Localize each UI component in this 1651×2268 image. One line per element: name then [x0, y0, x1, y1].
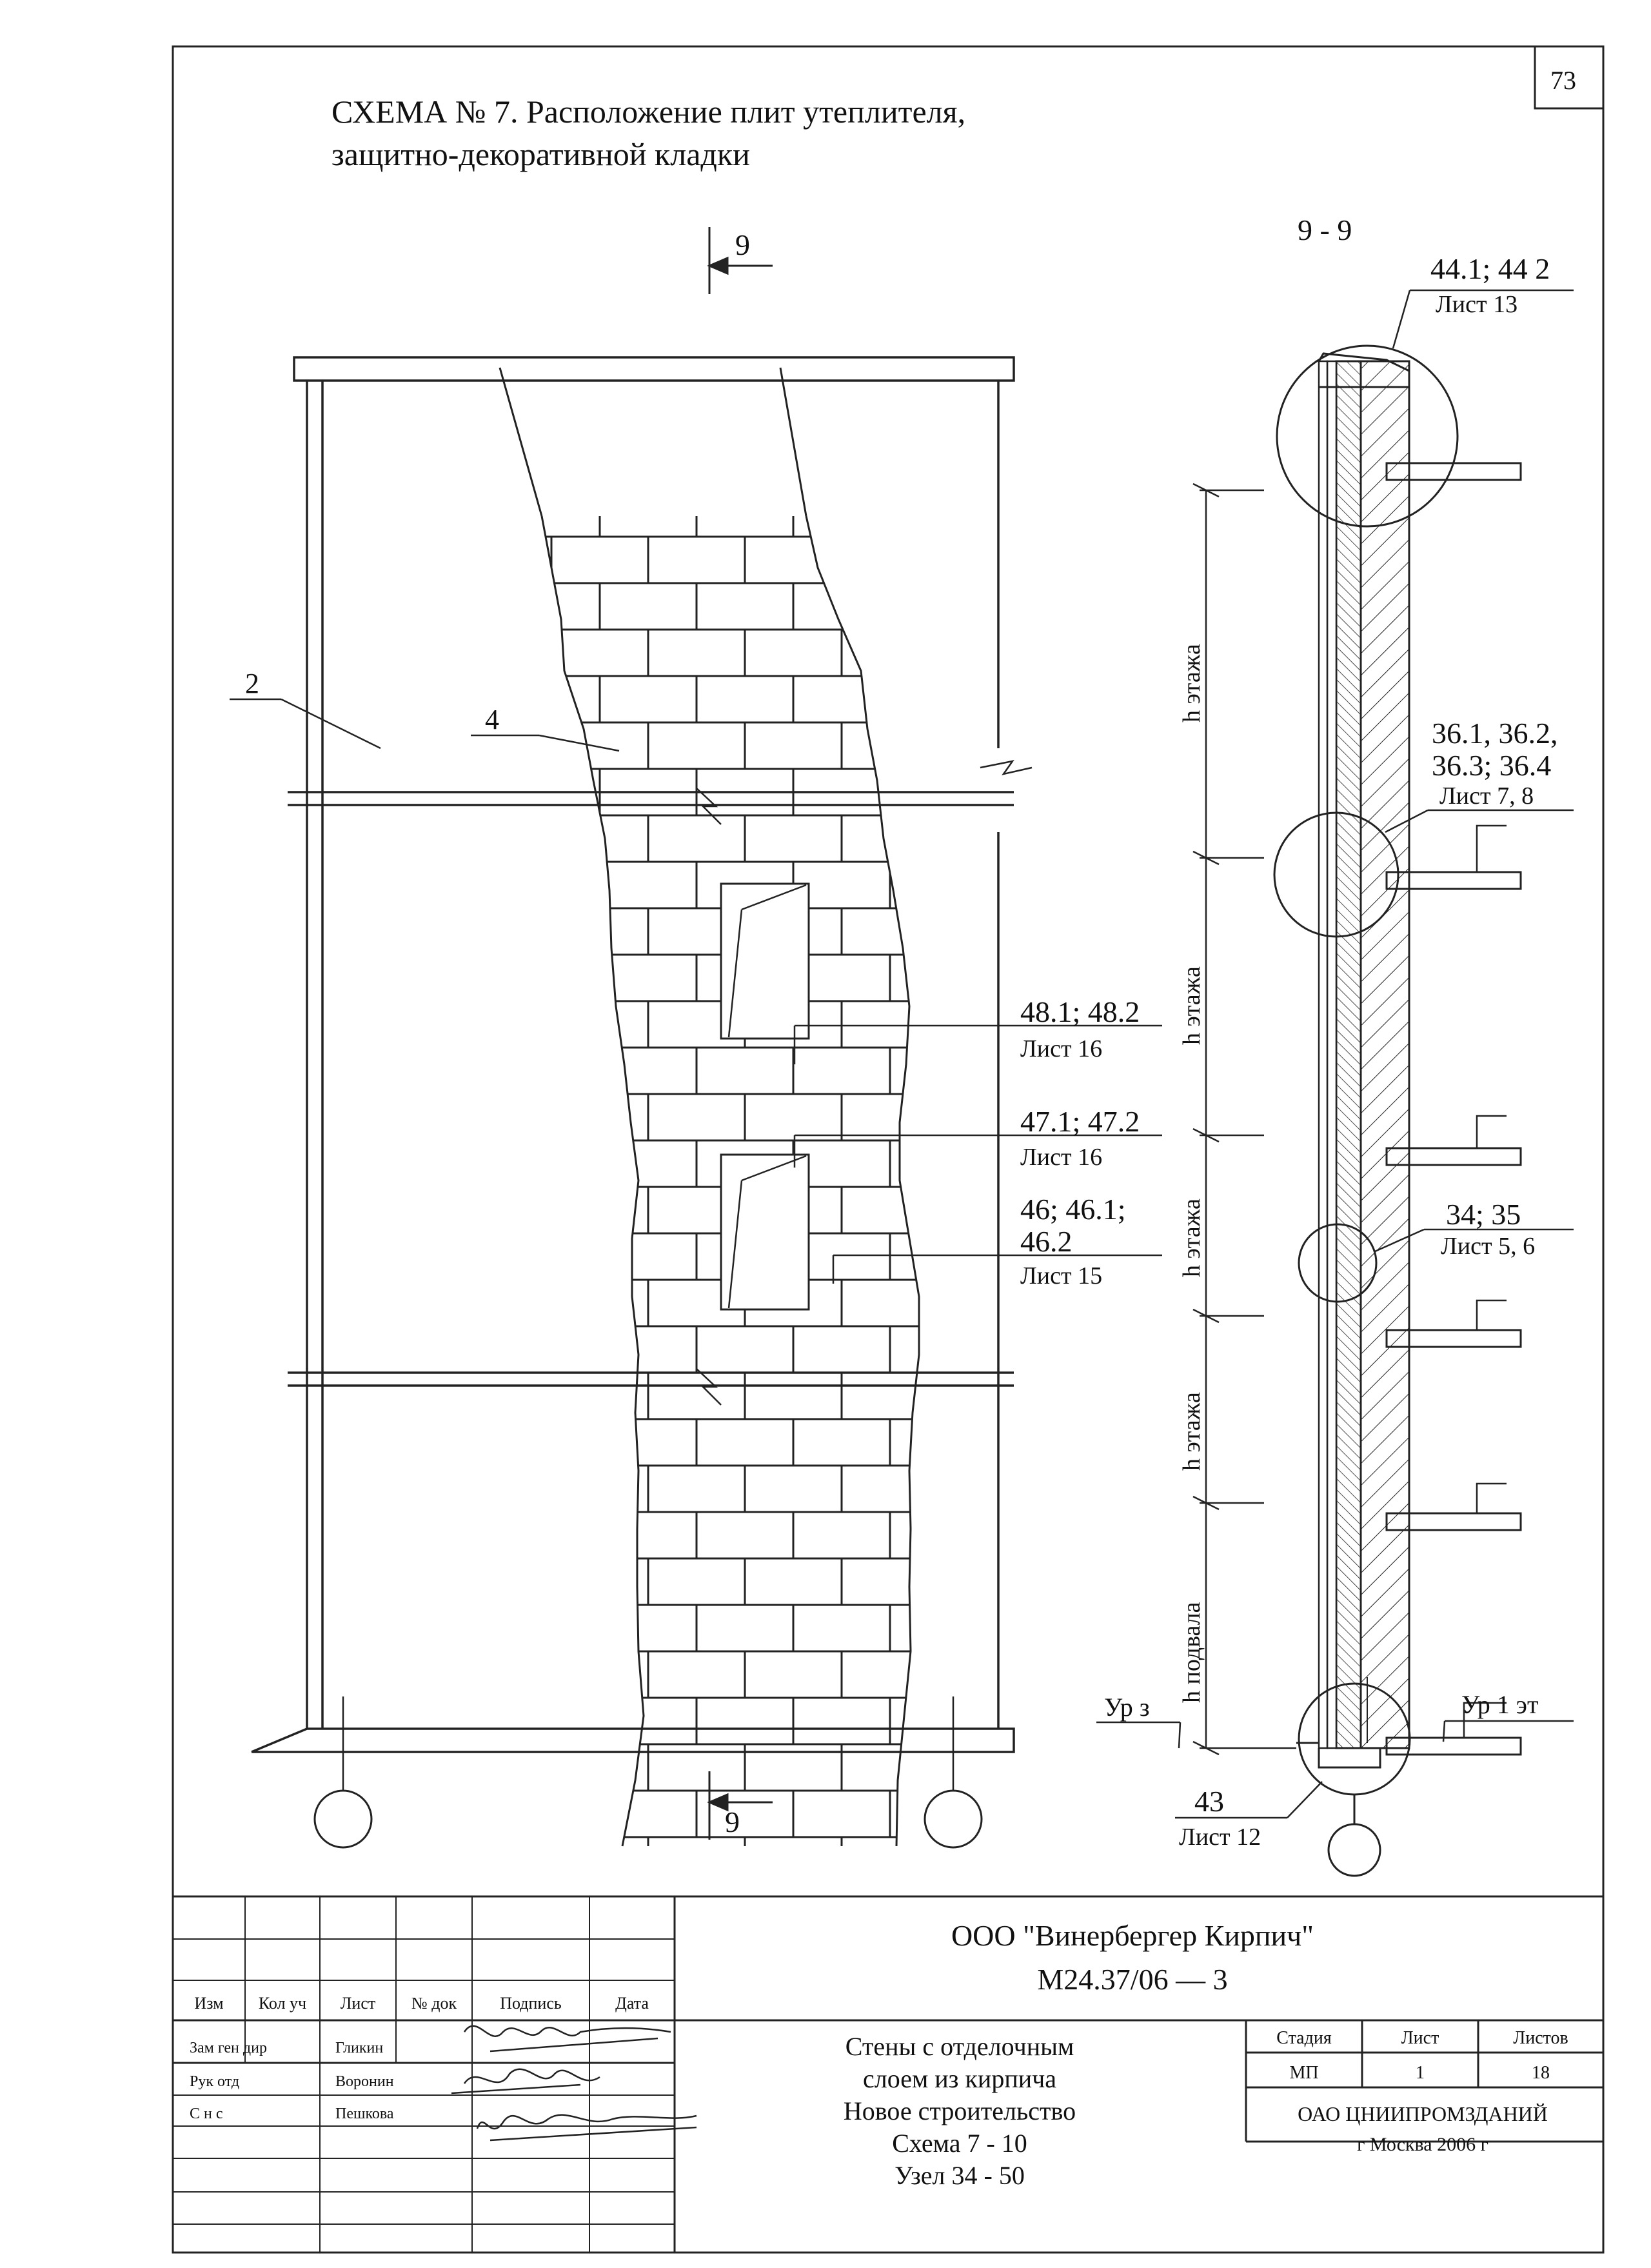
callout-34-sheet: Лист 5, 6 — [1441, 1233, 1535, 1260]
stamp-org-city: г Москва 2006 г — [1357, 2134, 1488, 2155]
stamp-sheets-label: Листов — [1513, 2028, 1568, 2048]
stamp-name-2: Воронин — [335, 2073, 394, 2090]
stamp-desc-4: Схема 7 - 10 — [892, 2129, 1027, 2158]
title-block-grid — [173, 1896, 675, 2253]
section-mark-bottom-label: 9 — [725, 1805, 740, 1838]
schema-title-line1: СХЕМА № 7. Расположение плит утеплителя, — [331, 94, 965, 130]
drawing-texts: 73 СХЕМА № 7. Расположение плит утеплите… — [190, 66, 1576, 2190]
stamp-col-doc: № док — [411, 1994, 457, 2013]
callout-44-ref: 44.1; 44 2 — [1430, 252, 1550, 285]
callout-46-ref2: 46.2 — [1020, 1225, 1073, 1258]
dim-floor-1: h этажа — [1178, 644, 1205, 722]
callout-36-ref1: 36.1, 36.2, — [1432, 717, 1558, 750]
stamp-col-izm: Изм — [194, 1994, 223, 2013]
stamp-desc-3: Новое строительство — [844, 2096, 1076, 2125]
callout-36-sheet: Лист 7, 8 — [1439, 782, 1534, 810]
stamp-sheet: 1 — [1416, 2063, 1425, 2083]
section-marker-top — [707, 227, 773, 294]
stamp-org: ОАО ЦНИИПРОМЗДАНИЙ — [1298, 2102, 1548, 2125]
callout-43-sheet: Лист 12 — [1179, 1824, 1261, 1851]
level-first-floor: Ур 1 эт — [1461, 1690, 1538, 1719]
stamp-desc-5: Узел 34 - 50 — [895, 2161, 1025, 2190]
dim-basement: h подвала — [1178, 1602, 1205, 1703]
stamp-stage: МП — [1289, 2063, 1318, 2083]
stamp-role-3: С н с — [190, 2105, 223, 2122]
leader-lines-section — [1096, 289, 1574, 1819]
section-title: 9 - 9 — [1298, 214, 1352, 246]
stamp-sheet-label: Лист — [1401, 2028, 1439, 2048]
callout-2: 2 — [245, 668, 259, 699]
brick-cladding — [499, 367, 920, 1847]
dim-floor-4: h этажа — [1178, 1392, 1205, 1471]
callout-46-ref1: 46; 46.1; — [1020, 1193, 1126, 1226]
stamp-code: М24.37/06 — 3 — [1037, 1963, 1227, 1996]
dim-floor-2: h этажа — [1178, 966, 1205, 1045]
callout-36-ref2: 36.3; 36.4 — [1432, 749, 1551, 782]
stamp-col-date: Дата — [615, 1994, 649, 2013]
section-marker-bottom — [707, 1771, 773, 1840]
dim-floor-3: h этажа — [1178, 1199, 1205, 1277]
leader-lines-elevation — [230, 698, 1162, 1284]
callout-48-sheet: Лист 16 — [1020, 1035, 1102, 1062]
stamp-sheets: 18 — [1532, 2063, 1550, 2083]
callout-46-sheet: Лист 15 — [1020, 1262, 1102, 1289]
stamp-role-1: Зам ген дир — [190, 2040, 267, 2056]
signatures — [451, 2025, 697, 2142]
stamp-name-3: Пешкова — [335, 2105, 394, 2122]
stamp-col-list: Лист — [341, 1994, 375, 2013]
callout-44-sheet: Лист 13 — [1436, 291, 1518, 318]
dimension-chain — [1192, 482, 1296, 1756]
stamp-desc-2: слоем из кирпича — [863, 2064, 1056, 2093]
schema-title-line2: защитно-декоративной кладки — [331, 136, 750, 172]
stamp-company: ООО "Винербергер Кирпич" — [951, 1919, 1314, 1952]
callout-47-sheet: Лист 16 — [1020, 1144, 1102, 1171]
stamp-col-sign: Подпись — [500, 1994, 562, 2013]
stamp-stage-label: Стадия — [1276, 2028, 1332, 2048]
elevation-frame — [251, 356, 1033, 1849]
callout-48-ref: 48.1; 48.2 — [1020, 995, 1140, 1028]
stamp-col-kolvo: Кол уч — [259, 1994, 306, 2013]
stamp-desc-1: Стены с отделочным — [845, 2032, 1074, 2061]
callout-34-ref: 34; 35 — [1446, 1198, 1521, 1231]
section-wall — [1273, 344, 1522, 1877]
callout-47-ref: 47.1; 47.2 — [1020, 1105, 1140, 1138]
callout-43-ref: 43 — [1194, 1785, 1224, 1818]
section-mark-top-label: 9 — [735, 228, 750, 261]
stamp-role-2: Рук отд — [190, 2073, 239, 2090]
level-ground: Ур з — [1104, 1693, 1150, 1722]
title-block — [172, 1895, 1605, 2254]
stamp-name-1: Гликин — [335, 2040, 383, 2056]
page-number: 73 — [1550, 66, 1576, 95]
callout-4: 4 — [485, 704, 499, 735]
